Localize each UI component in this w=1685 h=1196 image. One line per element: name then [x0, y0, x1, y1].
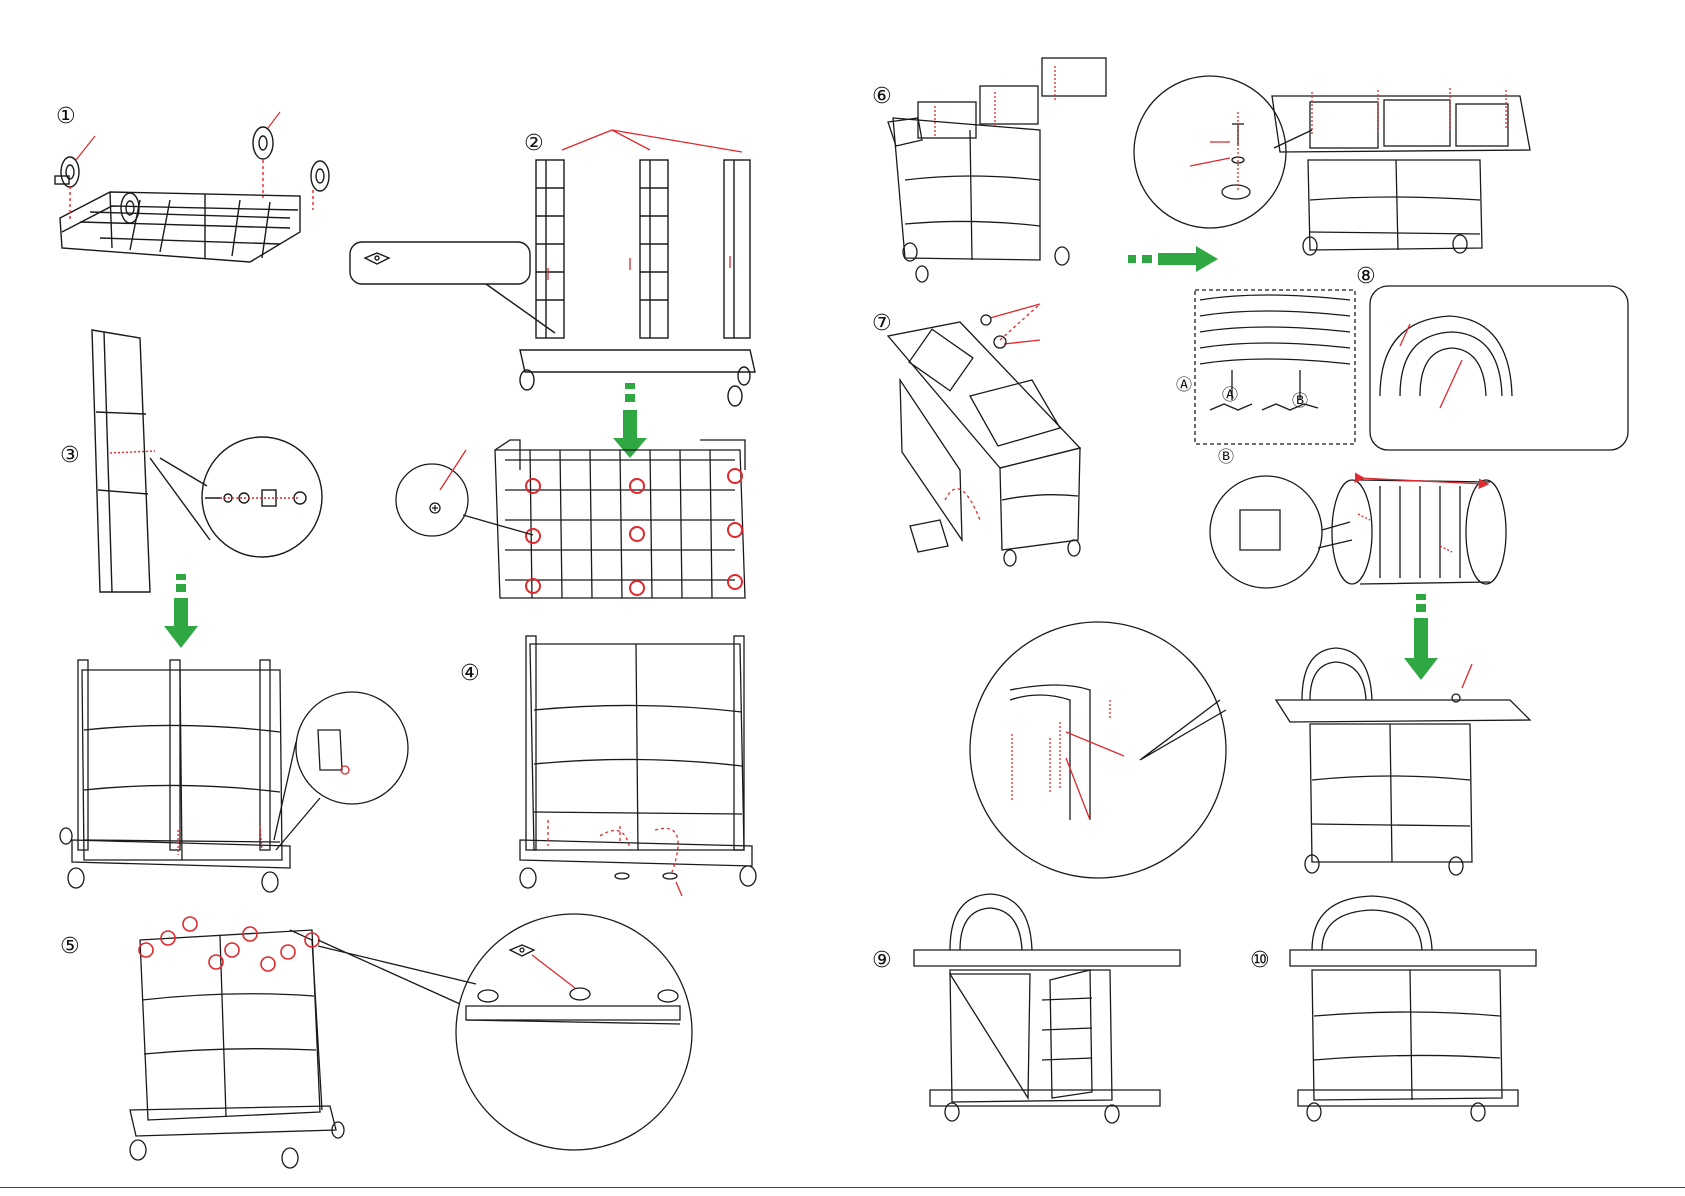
callout-b-bottom: Ⓑ: [1218, 447, 1234, 466]
step-9-figure: ⑨: [872, 894, 1180, 1123]
callout-a-inner: Ⓐ: [1222, 385, 1238, 404]
step-number-4: ④: [460, 661, 480, 686]
cabinet-icon: [970, 622, 1530, 878]
step-number-10: ⑩: [1250, 948, 1270, 973]
washer-icon: [510, 945, 534, 956]
step-3-figure: ③: [60, 330, 322, 592]
step-number-7: ⑦: [872, 311, 892, 336]
grill-lid-icon: [1312, 896, 1432, 950]
flow-arrow-icon: [613, 383, 647, 458]
castor-wheel-icon: [55, 127, 329, 223]
step-2-figure: ②: [350, 130, 755, 406]
step-number-1: ①: [56, 104, 76, 129]
step-10-figure: ⑩: [1250, 896, 1536, 1121]
step-8-figure: ⑧ Ⓐ Ⓐ Ⓑ Ⓑ: [1176, 264, 1628, 588]
screw-zoom-circle: [396, 464, 468, 536]
cabinet-icon: [60, 660, 408, 892]
callout-a-left: Ⓐ: [1176, 375, 1192, 394]
washer-icon: [365, 253, 389, 264]
top-zoom-circle: [456, 914, 692, 1150]
joint-zoom-circle: [296, 692, 408, 804]
flow-arrow-icon: [1128, 246, 1218, 272]
grill-lid-icon: [1380, 316, 1512, 396]
step-number-8: ⑧: [1356, 264, 1376, 289]
side-panel-icon: [92, 330, 150, 592]
step-7-figure: ⑦: [872, 304, 1080, 566]
step-number-6: ⑥: [872, 84, 892, 109]
base-underside-figure: [396, 440, 745, 598]
step-number-3: ③: [60, 443, 80, 468]
page-bottom-rule: [0, 1187, 1685, 1188]
hinge-zoom-circle: [1210, 476, 1322, 588]
step-number-5: ⑤: [60, 934, 80, 959]
base-frame-icon: [60, 192, 300, 262]
side-panel-icon: [536, 160, 750, 338]
cabinet-icon: [1272, 88, 1530, 255]
step-1-figure: ①: [55, 104, 329, 262]
grill-lid-icon: [950, 894, 1032, 950]
screw-icon: [430, 503, 440, 513]
grill-lid-icon: [1332, 480, 1506, 584]
step-4-figure: ④: [460, 636, 756, 896]
step-number-2: ②: [524, 131, 544, 156]
lid-detail-box: [1370, 286, 1628, 450]
lid-zoom-circle: [970, 622, 1226, 878]
washer-inset-box: [350, 242, 530, 284]
step-number-9: ⑨: [872, 948, 892, 973]
step-5-figure: ⑤: [60, 914, 692, 1168]
bolt-zoom-circle: [1134, 76, 1286, 228]
flow-arrow-icon: [1404, 594, 1438, 680]
callout-b-inner: Ⓑ: [1292, 391, 1308, 410]
screw-icon: [1222, 124, 1250, 199]
step-6-figure: ⑥: [872, 58, 1286, 282]
flow-arrow-icon: [164, 574, 198, 648]
